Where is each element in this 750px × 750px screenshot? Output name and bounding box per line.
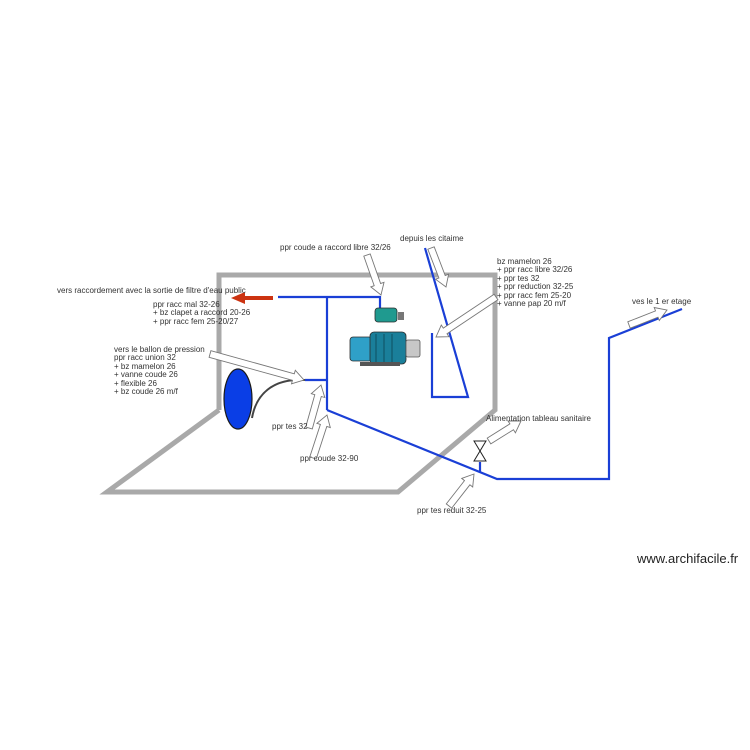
arrow-ves-etage — [627, 306, 668, 329]
line-1: ppr racc mal 32-26 — [153, 300, 220, 309]
line-1: vers le ballon de pression — [114, 345, 205, 354]
arrow-ppr-tes-reduit — [445, 473, 475, 509]
pipe-citerne-loop — [423, 247, 470, 399]
pump-icon — [349, 307, 421, 366]
label-ppr-racc-mal-block: ppr racc mal 32-26 + bz clapet a raccord… — [153, 300, 251, 326]
line-6: + bz coude 26 m/f — [114, 386, 178, 396]
annotation-arrows — [208, 246, 668, 509]
label-ppr-tes-reduit: ppr tes reduit 32-25 — [417, 506, 487, 515]
line-2: + bz clapet a raccord 20-26 — [153, 308, 251, 318]
arrow-ppr-tes-32 — [305, 384, 326, 430]
arrow-alimentation — [486, 420, 522, 445]
label-vers-raccordement: vers raccordement avec la sortie de filt… — [57, 286, 246, 295]
arrow-ballon — [208, 350, 305, 385]
label-depuis-citerne: depuis les citaime — [400, 234, 464, 243]
line-2: ppr racc union 32 — [114, 353, 176, 363]
line-3: + ppr racc fem 25-20/27 — [153, 316, 239, 326]
valve-icon — [473, 440, 487, 462]
line-1: bz mamelon 26 — [497, 257, 552, 266]
pressure-tank-icon — [223, 368, 253, 430]
line-5: + flexible 26 — [114, 378, 157, 388]
label-ballon-block: vers le ballon de pression ppr racc unio… — [114, 345, 205, 396]
line-3: + ppr tes 32 — [497, 273, 540, 283]
pipe-diagonal-down — [326, 307, 683, 481]
label-ppr-coude-raccord: ppr coude a raccord libre 32/26 — [280, 243, 391, 252]
line-6: + vanne pap 20 m/f — [497, 298, 566, 308]
line-5: + ppr racc fem 25-20 — [497, 290, 572, 300]
label-ppr-tes-32: ppr tes 32 — [272, 422, 308, 431]
line-4: + ppr reduction 32-25 — [497, 282, 574, 292]
line-2: + ppr racc libre 32/26 — [497, 265, 573, 275]
flexible-hose — [251, 378, 306, 419]
label-bz-mamelon-block: bz mamelon 26 + ppr racc libre 32/26 + p… — [497, 257, 574, 308]
watermark: www.archifacile.fr — [637, 551, 739, 566]
label-ves-etage: ves le 1 er etage — [632, 297, 692, 306]
label-alimentation: Alimentation tableau sanitaire — [486, 414, 591, 423]
room-walls — [99, 272, 498, 495]
arrow-bz-mamelon — [435, 293, 499, 338]
pipe-main-top — [278, 295, 382, 312]
arrow-ppr-coude-32-90 — [309, 414, 331, 460]
outlet-arrow-icon — [231, 292, 273, 304]
arrow-ppr-coude-raccord — [363, 253, 385, 296]
arrow-depuis-citerne — [427, 246, 450, 288]
pipe-network — [278, 247, 683, 481]
label-ppr-coude-32-90: ppr coude 32-90 — [300, 454, 359, 463]
line-3: + bz mamelon 26 — [114, 361, 176, 371]
line-4: + vanne coude 26 — [114, 370, 178, 380]
